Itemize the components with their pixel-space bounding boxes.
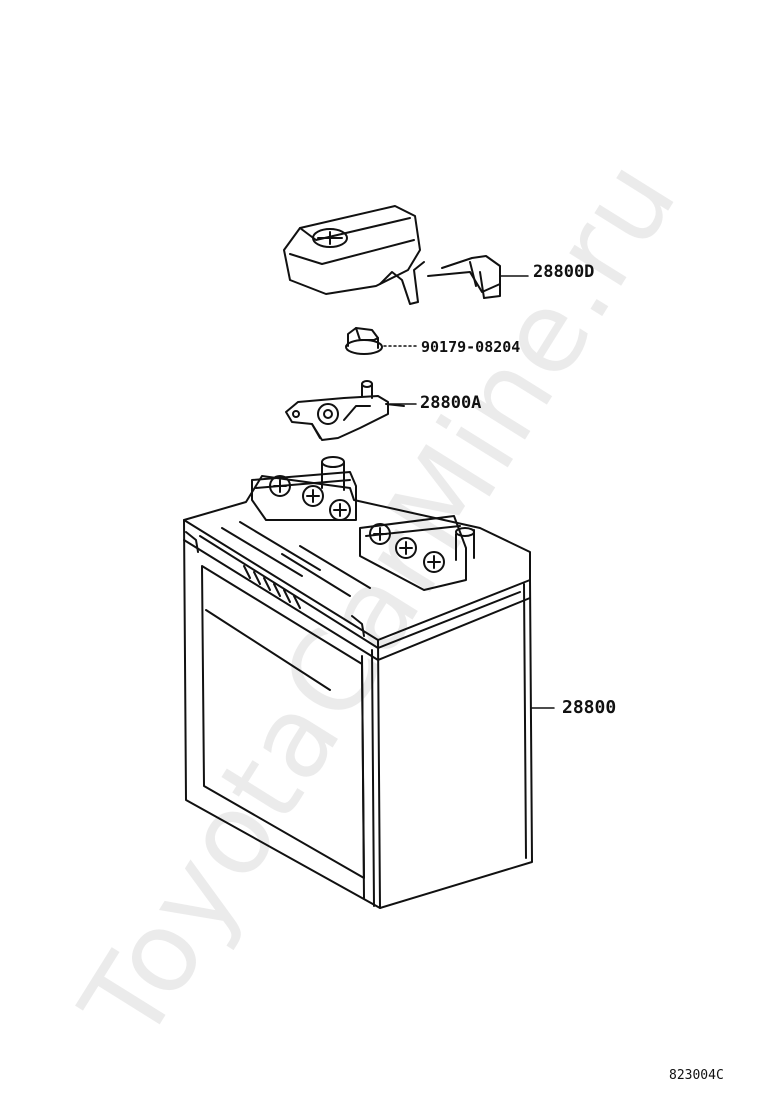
- part-label-90179-08204[interactable]: 90179-08204: [421, 338, 521, 356]
- battery-drawing: [183, 456, 533, 909]
- part-label-28800d[interactable]: 28800D: [533, 262, 595, 282]
- part-label-28800[interactable]: 28800: [562, 697, 617, 718]
- part-label-28800a[interactable]: 28800A: [420, 393, 482, 413]
- nut-drawing: [345, 327, 383, 355]
- terminal-cover-drawing: [283, 205, 501, 305]
- diagram-code: 823004C: [669, 1068, 724, 1083]
- leader-lines: [383, 275, 555, 709]
- terminal-clamp-drawing: [285, 380, 405, 441]
